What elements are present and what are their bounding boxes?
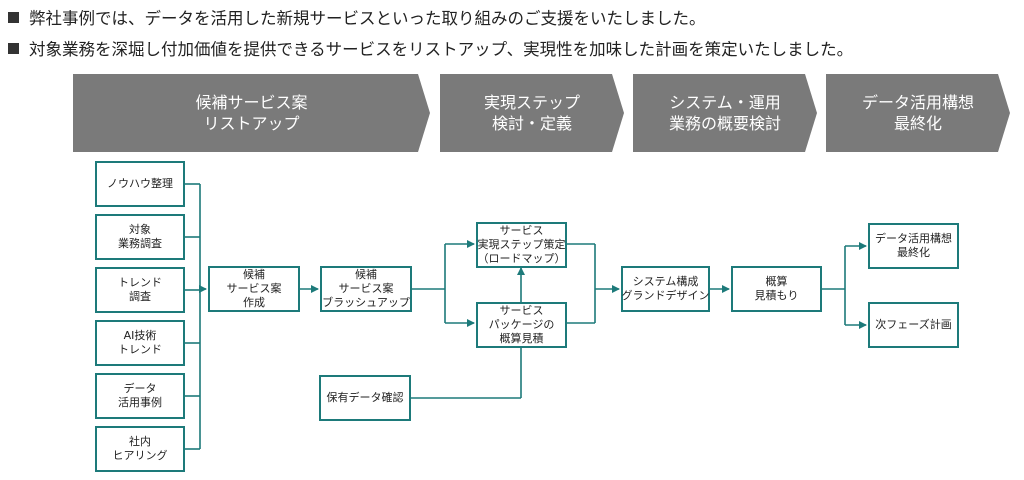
box-owned-data-line1: 保有データ確認: [326, 391, 404, 404]
box-next-line1: 次フェーズ計画: [875, 318, 952, 331]
box-data-cases-line1: データ: [123, 382, 157, 395]
box-create-candidate: 候補 サービス案 作成: [208, 266, 300, 312]
phase-2-line2: 検討・定義: [491, 114, 572, 133]
phase-3-line1: システム・運用: [669, 93, 781, 112]
box-owned-data: 保有データ確認: [319, 375, 411, 421]
box-data-cases-line2: 活用事例: [118, 396, 162, 409]
phase-1-line1: 候補サービス案: [195, 93, 308, 112]
phase-4-label: データ活用構想 最終化: [826, 74, 1010, 152]
bullet-item-2: 対象業務を深堀し付加価値を提供できるサービスをリストアップ、実現性を加味した計画…: [8, 36, 853, 60]
box-ai-trend: AI技術 トレンド: [95, 320, 185, 366]
bullet-item-1: 弊社事例では、データを活用した新規サービスといった取り組みのご支援をいたしました…: [8, 5, 706, 29]
bullet-square-icon: [8, 11, 19, 23]
box-estimate-line2: 見積もり: [754, 289, 799, 302]
box-system-design: システム構成 グランドデザイン: [621, 266, 710, 312]
phase-chevron-3: [633, 74, 817, 152]
box-trend-survey: トレンド 調査: [95, 267, 185, 313]
box-roadmap-line3: （ロードマップ）: [477, 252, 566, 265]
box-knowhow-line1: ノウハウ整理: [107, 177, 173, 190]
box-brushup-line2: サービス案: [338, 282, 394, 295]
box-package-estimate: サービス パッケージの 概算見積: [476, 302, 567, 348]
phase-chevron-2: [440, 74, 624, 152]
box-package-line1: サービス: [499, 304, 544, 317]
phase-2-line1: 実現ステップ: [483, 93, 580, 112]
box-final-line2: 最終化: [897, 246, 930, 259]
box-trend-line2: 調査: [129, 290, 151, 303]
bullet-square-icon: [8, 42, 19, 54]
box-ai-line2: トレンド: [118, 343, 162, 356]
box-package-line2: パッケージの: [488, 318, 555, 331]
box-roadmap: サービス 実現ステップ策定 （ロードマップ）: [476, 222, 567, 268]
box-target-line1: 対象: [129, 223, 151, 236]
box-brushup-candidate: 候補 サービス案 ブラッシュアップ: [320, 266, 412, 312]
phase-2-label: 実現ステップ 検討・定義: [440, 74, 624, 152]
phase-3-label: システム・運用 業務の概要検討: [633, 74, 817, 152]
box-system-line1: システム構成: [632, 275, 699, 288]
bullet-text-1: 弊社事例では、データを活用した新規サービスといった取り組みのご支援をいたしました…: [29, 9, 706, 28]
box-final-line1: データ活用構想: [875, 232, 952, 245]
box-final-concept: データ活用構想 最終化: [868, 223, 959, 269]
box-ai-line1: AI技術: [123, 329, 157, 342]
box-package-line3: 概算見積: [499, 332, 544, 345]
box-knowhow: ノウハウ整理: [95, 161, 185, 207]
phase-4-line1: データ活用構想: [861, 93, 974, 112]
phase-1-label: 候補サービス案 リストアップ: [73, 74, 430, 152]
box-create-line2: サービス案: [226, 282, 282, 295]
box-rough-estimate: 概算 見積もり: [731, 266, 822, 312]
box-hearing-line1: 社内: [129, 435, 151, 448]
box-roadmap-line2: 実現ステップ策定: [477, 238, 566, 251]
box-hearing-line2: ヒアリング: [112, 449, 168, 462]
phase-3-line2: 業務の概要検討: [668, 114, 781, 133]
box-estimate-line1: 概算: [765, 275, 788, 288]
box-target-survey: 対象 業務調査: [95, 214, 185, 260]
phase-1-line2: リストアップ: [203, 114, 300, 133]
phase-chevron-4: [826, 74, 1010, 152]
box-roadmap-line1: サービス: [499, 224, 544, 237]
box-brushup-line3: ブラッシュアップ: [322, 296, 410, 309]
bullet-text-2: 対象業務を深堀し付加価値を提供できるサービスをリストアップ、実現性を加味した計画…: [29, 40, 854, 59]
box-target-line2: 業務調査: [118, 237, 162, 250]
box-brushup-line1: 候補: [355, 268, 377, 281]
box-trend-line1: トレンド: [118, 276, 162, 289]
box-data-cases: データ 活用事例: [95, 373, 185, 419]
phase-4-line2: 最終化: [893, 114, 942, 133]
box-create-line3: 作成: [243, 296, 265, 309]
box-system-line2: グランドデザイン: [621, 289, 710, 302]
box-next-phase: 次フェーズ計画: [868, 302, 959, 348]
box-create-line1: 候補: [243, 268, 265, 281]
phase-chevron-1: [73, 74, 430, 152]
box-internal-hearing: 社内 ヒアリング: [95, 426, 185, 472]
